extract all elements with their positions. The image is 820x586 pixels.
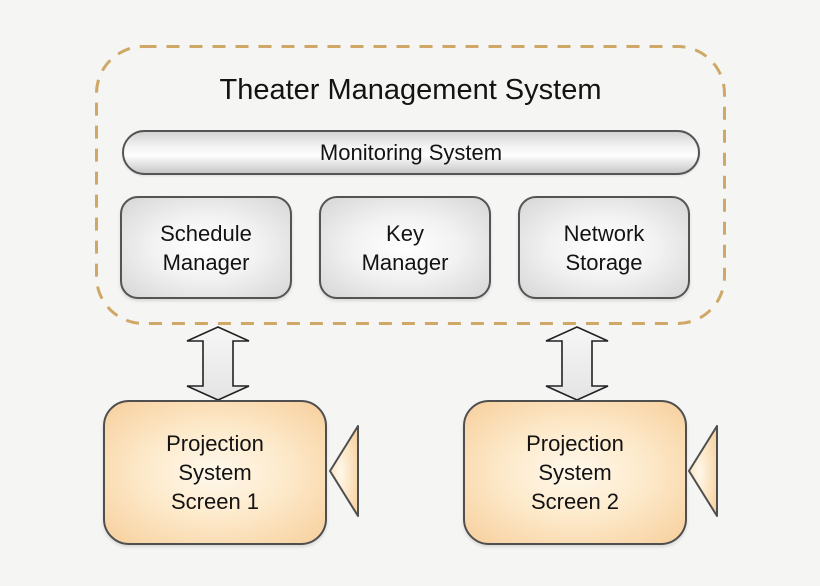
- schedule-manager-label: Schedule Manager: [160, 220, 252, 275]
- double-arrow-icon-left: [186, 326, 250, 401]
- dashed-border: [95, 45, 726, 325]
- projection-system-screen-1-label: Projection System Screen 1: [166, 431, 264, 514]
- monitoring-system-label: Monitoring System: [319, 139, 503, 165]
- schedule-manager-box: Schedule Manager: [120, 196, 292, 299]
- monitoring-system-box: Monitoring System: [122, 130, 700, 175]
- projection-system-screen-1-box: Projection System Screen 1: [103, 400, 327, 545]
- key-manager-box: Key Manager: [319, 196, 491, 299]
- double-arrow-icon-right: [545, 326, 609, 401]
- projection-system-screen-2-label: Projection System Screen 2: [526, 431, 624, 514]
- projection-system-screen-2-box: Projection System Screen 2: [463, 400, 687, 545]
- network-storage-box: Network Storage: [518, 196, 690, 299]
- tms-title: Theater Management System: [219, 74, 602, 106]
- projector-lens-icon: [688, 425, 718, 517]
- network-storage-label: Network Storage: [563, 220, 645, 275]
- projector-lens-icon: [329, 425, 359, 517]
- theater-management-system-group: Theater Management System Monitoring Sys…: [95, 45, 726, 325]
- key-manager-label: Key Manager: [361, 220, 449, 275]
